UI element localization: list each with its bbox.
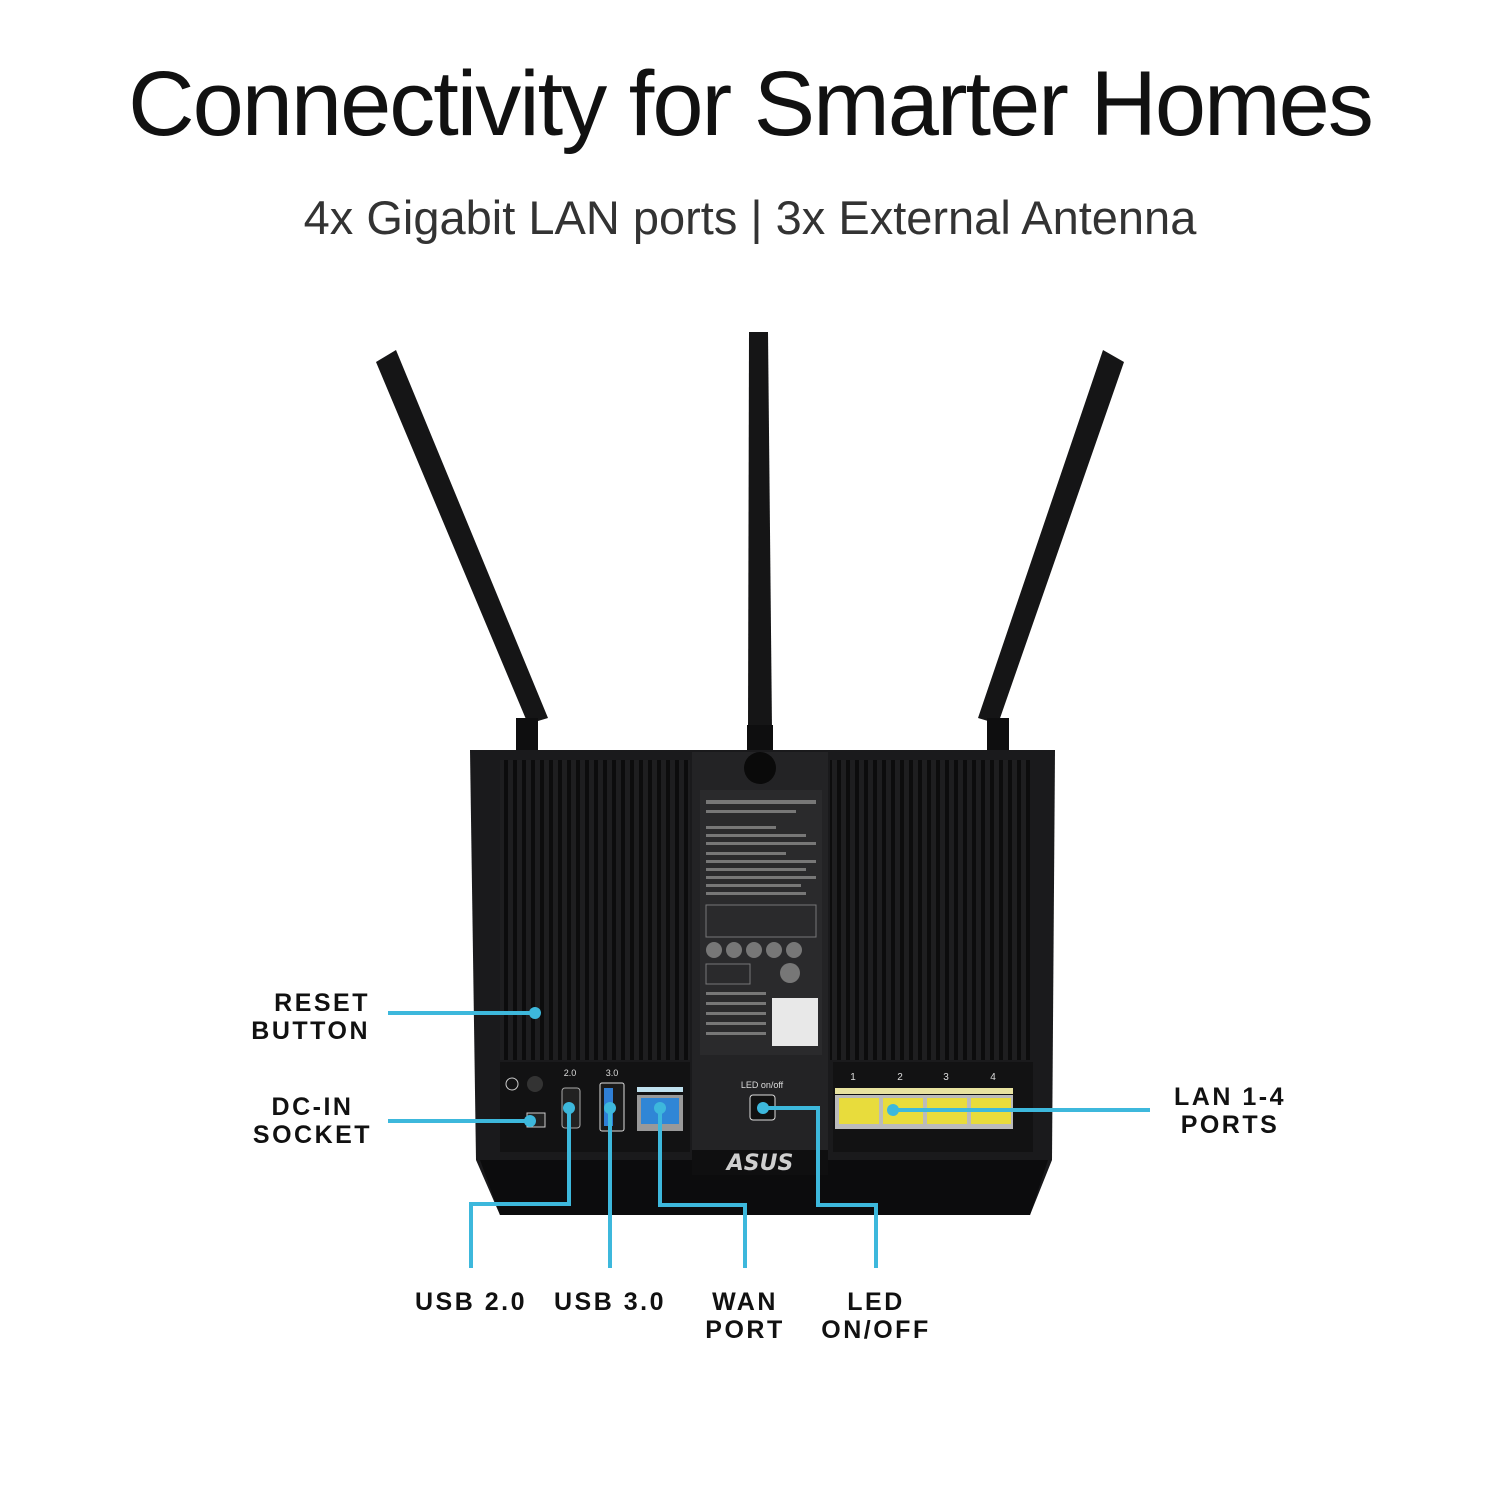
wps-button bbox=[527, 1076, 543, 1092]
callout-lines bbox=[388, 1011, 1150, 1268]
callout-text: PORTS bbox=[1180, 1111, 1280, 1139]
callout-text: RESET bbox=[274, 989, 370, 1017]
callout-text: LAN 1-4 bbox=[1174, 1083, 1286, 1111]
callout-text: WAN bbox=[712, 1288, 778, 1316]
lan-mark-1: 1 bbox=[850, 1072, 856, 1083]
lan-mark-2: 2 bbox=[897, 1072, 903, 1083]
callout-text: USB 2.0 bbox=[415, 1288, 527, 1316]
callout-text: USB 3.0 bbox=[554, 1288, 666, 1316]
lan-mark-4: 4 bbox=[990, 1072, 996, 1083]
callout-text: ON/OFF bbox=[821, 1316, 931, 1344]
callout-wan-port: WAN PORT bbox=[685, 1288, 805, 1344]
callout-usb-3: USB 3.0 bbox=[540, 1288, 680, 1316]
page-title: Connectivity for Smarter Homes bbox=[128, 53, 1374, 155]
asus-logo: ASUS bbox=[725, 1151, 794, 1176]
callout-dots bbox=[524, 1007, 899, 1127]
page-subtitle: 4x Gigabit LAN ports | 3x External Anten… bbox=[303, 191, 1197, 244]
callout-lan-ports: LAN 1-4 PORTS bbox=[1155, 1083, 1305, 1139]
led-mark: LED on/off bbox=[741, 1080, 784, 1090]
callout-reset-button: RESET BUTTON bbox=[200, 989, 370, 1045]
callout-text: DC-IN bbox=[271, 1093, 354, 1121]
callout-text: LED bbox=[847, 1288, 905, 1316]
usb2-mark: 2.0 bbox=[564, 1068, 577, 1078]
usb3-mark: 3.0 bbox=[606, 1068, 619, 1078]
wifi-button-icon bbox=[505, 1077, 519, 1091]
antenna-right bbox=[978, 350, 1124, 763]
antenna-left bbox=[376, 350, 548, 763]
callout-led-on-off: LED ON/OFF bbox=[806, 1288, 946, 1344]
callout-text: BUTTON bbox=[251, 1017, 370, 1045]
callout-text: SOCKET bbox=[252, 1121, 373, 1149]
callout-text: PORT bbox=[705, 1316, 785, 1344]
router-body bbox=[470, 750, 1055, 1215]
antenna-center bbox=[747, 332, 773, 775]
callout-usb-2: USB 2.0 bbox=[401, 1288, 541, 1316]
lan-mark-3: 3 bbox=[943, 1072, 949, 1083]
callout-dc-in-socket: DC-IN SOCKET bbox=[240, 1093, 385, 1149]
